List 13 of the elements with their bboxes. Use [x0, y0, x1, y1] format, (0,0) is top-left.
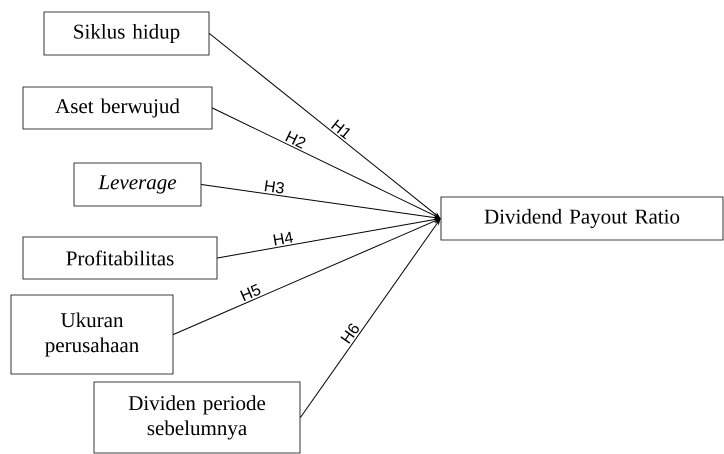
edge-label: H6 — [340, 324, 359, 344]
edge-label: H4 — [273, 232, 294, 246]
variable-box: Ukuran perusahaan — [10, 294, 174, 374]
variable-box: Profitabilitas — [22, 236, 218, 280]
variable-box: Aset berwujud — [22, 86, 212, 130]
edge-label: H1 — [331, 119, 350, 140]
edge-label: H5 — [240, 284, 260, 302]
edge-label: H3 — [264, 180, 284, 194]
variable-box: Dividen periode sebelumnya — [94, 382, 300, 454]
edge-label: H2 — [285, 130, 306, 149]
variable-box: Dividend Payout Ratio — [440, 196, 724, 240]
variable-box: Siklus hidup — [44, 12, 210, 56]
variable-box: Leverage — [74, 162, 202, 206]
